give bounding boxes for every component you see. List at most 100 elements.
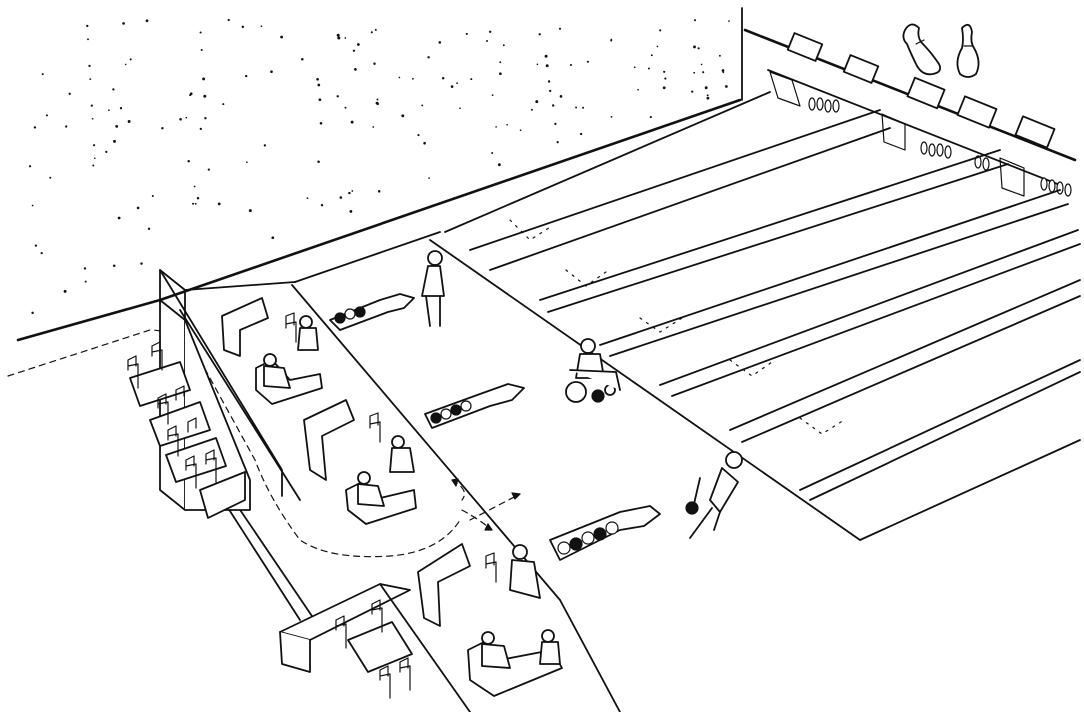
speckle-dot: [261, 25, 263, 27]
speckle-dot: [377, 99, 379, 101]
speckle-dot: [108, 109, 110, 111]
speckle-dot: [427, 56, 429, 58]
lower-cafe-seating: [280, 584, 470, 712]
speckle-dot: [92, 118, 94, 120]
speckle-dot: [64, 290, 67, 293]
speckle-dot: [92, 165, 94, 167]
speckle-dot: [498, 163, 501, 166]
speckle-dot: [105, 151, 107, 153]
speckle-dot: [546, 64, 549, 67]
speckle-dot: [203, 95, 206, 98]
speckle-dot: [702, 71, 704, 73]
speckle-dot: [694, 19, 696, 21]
score-panel: [1015, 116, 1054, 147]
speckle-dot: [84, 267, 86, 269]
speckle-dot: [373, 63, 375, 65]
speckle-dot: [280, 36, 283, 39]
speckle-dot: [697, 47, 699, 49]
speckle-dot: [537, 63, 539, 65]
speckle-dot: [351, 190, 353, 192]
speckle-dot: [161, 127, 163, 129]
speckle-dot: [202, 77, 205, 80]
bowler-standing: [422, 251, 444, 326]
speckle-dot: [557, 141, 559, 143]
speckle-dot: [337, 34, 340, 37]
speckle-dot: [204, 117, 206, 119]
speckle-dot: [137, 207, 140, 210]
speckle-dot: [486, 40, 488, 42]
speckle-dot: [664, 78, 666, 80]
speckle-dot: [194, 186, 196, 188]
speckle-dot: [270, 70, 273, 73]
speckle-dot: [412, 78, 414, 80]
speckle-dot: [701, 64, 703, 66]
speckle-dot: [201, 49, 203, 51]
speckle-dot: [489, 31, 491, 33]
speckle-dot: [222, 103, 224, 105]
speckle-dot: [319, 98, 322, 101]
speckle-dot: [580, 133, 582, 135]
speckle-dot: [307, 197, 309, 199]
bowler-throwing: [690, 452, 742, 538]
speckle-dot: [451, 85, 454, 88]
speckle-dot: [499, 72, 502, 75]
speckle-dot: [195, 203, 197, 205]
speckle-dot: [35, 244, 37, 246]
speckle-dot: [693, 72, 695, 74]
speckle-dot: [659, 29, 661, 31]
speckle-dot: [148, 228, 150, 230]
speckle-dot: [146, 19, 149, 22]
score-panel: [788, 33, 823, 61]
speckle-dot: [611, 116, 613, 118]
speckle-dot: [575, 107, 577, 109]
speckle-dot: [316, 78, 319, 81]
speckle-dot: [94, 157, 96, 159]
speckle-dot: [439, 41, 442, 44]
speckle-dot: [321, 204, 323, 206]
speckle-dot: [125, 64, 127, 66]
back-wall: [18, 8, 742, 340]
speckle-dot: [651, 54, 653, 56]
speckle-dot: [86, 25, 88, 27]
speckle-dot: [492, 94, 494, 96]
speckle-dot: [728, 20, 730, 22]
speckle-dot: [49, 177, 51, 179]
speckle-dot: [85, 281, 87, 283]
speckle-dot: [552, 104, 554, 106]
speckle-dot: [693, 45, 696, 48]
speckle-dot: [140, 262, 142, 264]
speckle-dot: [560, 95, 563, 98]
speckle-dot: [372, 126, 374, 128]
speckle-dot: [69, 93, 71, 95]
speckle-dot: [246, 161, 248, 163]
speckle-dot: [187, 160, 189, 162]
speckle-dot: [691, 91, 693, 93]
speckle-dot: [113, 264, 116, 267]
speckle-dot: [301, 58, 304, 61]
speckle-dot: [707, 94, 709, 96]
speckle-dot: [466, 33, 468, 35]
speckle-dot: [339, 196, 342, 199]
speckle-dot: [378, 190, 381, 193]
speckle-dot: [120, 107, 122, 109]
speckle-dot: [582, 107, 584, 109]
speckle-dot: [719, 55, 721, 57]
speckle-dot: [122, 22, 125, 25]
speckle-dot: [423, 142, 426, 145]
speckle-dot: [637, 89, 639, 91]
speckle-dot: [499, 61, 501, 63]
speckle-dot: [42, 73, 44, 75]
speckle-dot: [337, 95, 339, 97]
score-panel: [844, 55, 879, 83]
speckle-dot: [271, 236, 274, 239]
speckle-dot: [185, 117, 187, 119]
speckle-dot: [539, 33, 541, 35]
speckle-dot: [345, 107, 347, 109]
speckle-dot: [29, 165, 31, 167]
speckle-dot: [249, 209, 252, 212]
speckle-dot: [401, 114, 404, 117]
speckle-dot: [31, 312, 33, 314]
speckle-dot: [348, 192, 350, 194]
speckle-dot: [353, 50, 355, 52]
speckle-dot: [218, 203, 221, 206]
